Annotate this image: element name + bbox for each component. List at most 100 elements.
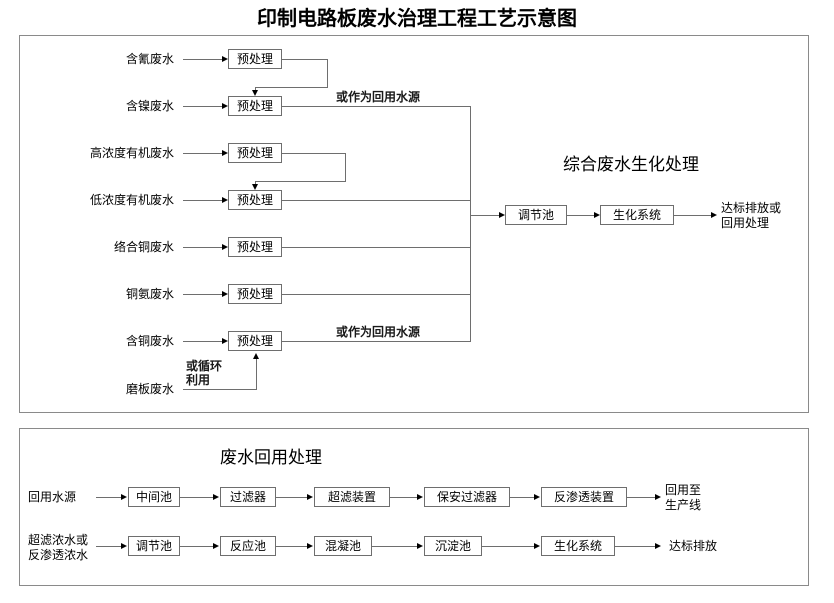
bus-feed-6 <box>282 294 471 295</box>
arrowhead-r2-4 <box>534 542 540 549</box>
arrowhead-bio-to-outlet <box>711 211 717 218</box>
arrowhead-r2-2 <box>307 542 313 549</box>
arrowhead-bus-to-tank <box>499 211 505 218</box>
influent-label-4: 低浓度有机废水 <box>89 193 174 207</box>
arrowhead-in-2 <box>222 102 228 109</box>
arrowhead-r1-in <box>121 493 127 500</box>
connector-in-2 <box>183 106 225 107</box>
bus-feed-2 <box>282 106 471 107</box>
reuse-outlet-line1: 回用至 <box>665 483 702 497</box>
connector-drop-1-stub <box>255 87 256 92</box>
arrowhead-recycle <box>252 353 259 359</box>
connector-recycle-h <box>183 389 257 390</box>
connector-recycle-v <box>256 359 257 389</box>
reuse-inlet-label: 回用水源 <box>28 490 77 504</box>
bus-feed-4 <box>282 200 471 201</box>
connector-drop-1-h-top <box>282 59 328 60</box>
influent-label-6: 铜氨废水 <box>125 287 174 301</box>
connector-drop-1-v <box>327 59 328 87</box>
process-box-pretreat-7[interactable]: 预处理 <box>228 331 282 351</box>
concentrate-inlet-line1: 超滤浓水或 <box>28 533 89 547</box>
process-box-bio-system-2[interactable]: 生化系统 <box>541 536 615 556</box>
arrowhead-tank-to-bio <box>594 211 600 218</box>
connector-r1-in <box>96 497 124 498</box>
connector-bus-to-tank <box>470 215 502 216</box>
arrowhead-in-4 <box>222 196 228 203</box>
process-box-coagulation-tank[interactable]: 混凝池 <box>314 536 372 556</box>
process-box-intermediate-tank[interactable]: 中间池 <box>128 487 180 507</box>
process-box-pretreat-5[interactable]: 预处理 <box>228 237 282 257</box>
arrowhead-r2-out <box>655 542 661 549</box>
process-box-reaction-tank[interactable]: 反应池 <box>220 536 276 556</box>
arrowhead-drop-2 <box>251 184 258 190</box>
process-box-equalization-tank[interactable]: 调节池 <box>505 205 567 225</box>
connector-r2-3 <box>372 546 420 547</box>
arrowhead-r1-1 <box>213 493 219 500</box>
arrowhead-r2-1 <box>213 542 219 549</box>
arrowhead-in-3 <box>222 149 228 156</box>
outlet-label-line2: 回用处理 <box>721 216 770 230</box>
process-box-pretreat-2[interactable]: 预处理 <box>228 96 282 116</box>
discharge-outlet-label: 达标排放 <box>669 539 718 553</box>
arrowhead-in-6 <box>222 290 228 297</box>
recycle-note-line2: 利用 <box>186 373 211 387</box>
bus-feed-5 <box>282 247 471 248</box>
recycle-source-label: 磨板废水 <box>125 382 174 396</box>
process-box-pretreat-3[interactable]: 预处理 <box>228 143 282 163</box>
section-heading-reuse: 废水回用处理 <box>220 448 322 468</box>
connector-drop-2-h-top <box>282 153 346 154</box>
reuse-note-lower: 或作为回用水源 <box>336 325 421 339</box>
process-box-security-filter[interactable]: 保安过滤器 <box>424 487 510 507</box>
connector-in-6 <box>183 294 225 295</box>
process-box-bio-system[interactable]: 生化系统 <box>600 205 674 225</box>
bus-feed-7 <box>282 341 471 342</box>
page-title: 印制电路板废水治理工程工艺示意图 <box>257 6 577 30</box>
connector-drop-2-stub <box>255 181 256 186</box>
connector-r2-2 <box>276 546 310 547</box>
outlet-label-line1: 达标排放或 <box>721 201 782 215</box>
connector-r2-4 <box>482 546 537 547</box>
process-box-pretreat-6[interactable]: 预处理 <box>228 284 282 304</box>
connector-r2-1 <box>180 546 216 547</box>
connector-r2-5 <box>615 546 658 547</box>
connector-in-1 <box>183 59 225 60</box>
arrowhead-drop-1 <box>251 90 258 96</box>
section-heading-biochem: 综合废水生化处理 <box>563 155 699 175</box>
influent-label-7: 含铜废水 <box>125 334 174 348</box>
connector-bio-to-outlet <box>674 215 714 216</box>
process-box-filter[interactable]: 过滤器 <box>220 487 276 507</box>
arrowhead-r1-3 <box>417 493 423 500</box>
arrowhead-r1-out <box>655 493 661 500</box>
connector-r2-in <box>96 546 124 547</box>
arrowhead-in-5 <box>222 243 228 250</box>
process-box-ultrafiltration[interactable]: 超滤装置 <box>314 487 390 507</box>
collector-bus-vertical <box>470 106 471 342</box>
connector-in-4 <box>183 200 225 201</box>
connector-r1-1 <box>180 497 216 498</box>
connector-tank-to-bio <box>567 215 597 216</box>
process-box-reverse-osmosis[interactable]: 反渗透装置 <box>541 487 627 507</box>
arrowhead-r1-2 <box>307 493 313 500</box>
connector-drop-2-v <box>345 153 346 181</box>
reuse-outlet-line2: 生产线 <box>665 498 702 512</box>
process-box-pretreat-1[interactable]: 预处理 <box>228 49 282 69</box>
connector-in-3 <box>183 153 225 154</box>
process-box-equalization-tank-2[interactable]: 调节池 <box>128 536 180 556</box>
connector-in-7 <box>183 341 225 342</box>
concentrate-inlet-line2: 反渗透浓水 <box>28 548 89 562</box>
bottom-panel-frame <box>19 428 809 586</box>
recycle-note-line1: 或循环 <box>186 359 223 373</box>
influent-label-2: 含镍废水 <box>125 99 174 113</box>
connector-drop-1-h-bottom <box>255 87 328 88</box>
influent-label-5: 络合铜废水 <box>113 240 174 254</box>
arrowhead-in-1 <box>222 55 228 62</box>
connector-r1-5 <box>627 497 658 498</box>
process-box-pretreat-4[interactable]: 预处理 <box>228 190 282 210</box>
arrowhead-r2-3 <box>417 542 423 549</box>
process-box-sedimentation-tank[interactable]: 沉淀池 <box>424 536 482 556</box>
reuse-note-upper: 或作为回用水源 <box>336 90 421 104</box>
connector-r1-2 <box>276 497 310 498</box>
arrowhead-in-7 <box>222 337 228 344</box>
influent-label-1: 含氰废水 <box>125 52 174 66</box>
